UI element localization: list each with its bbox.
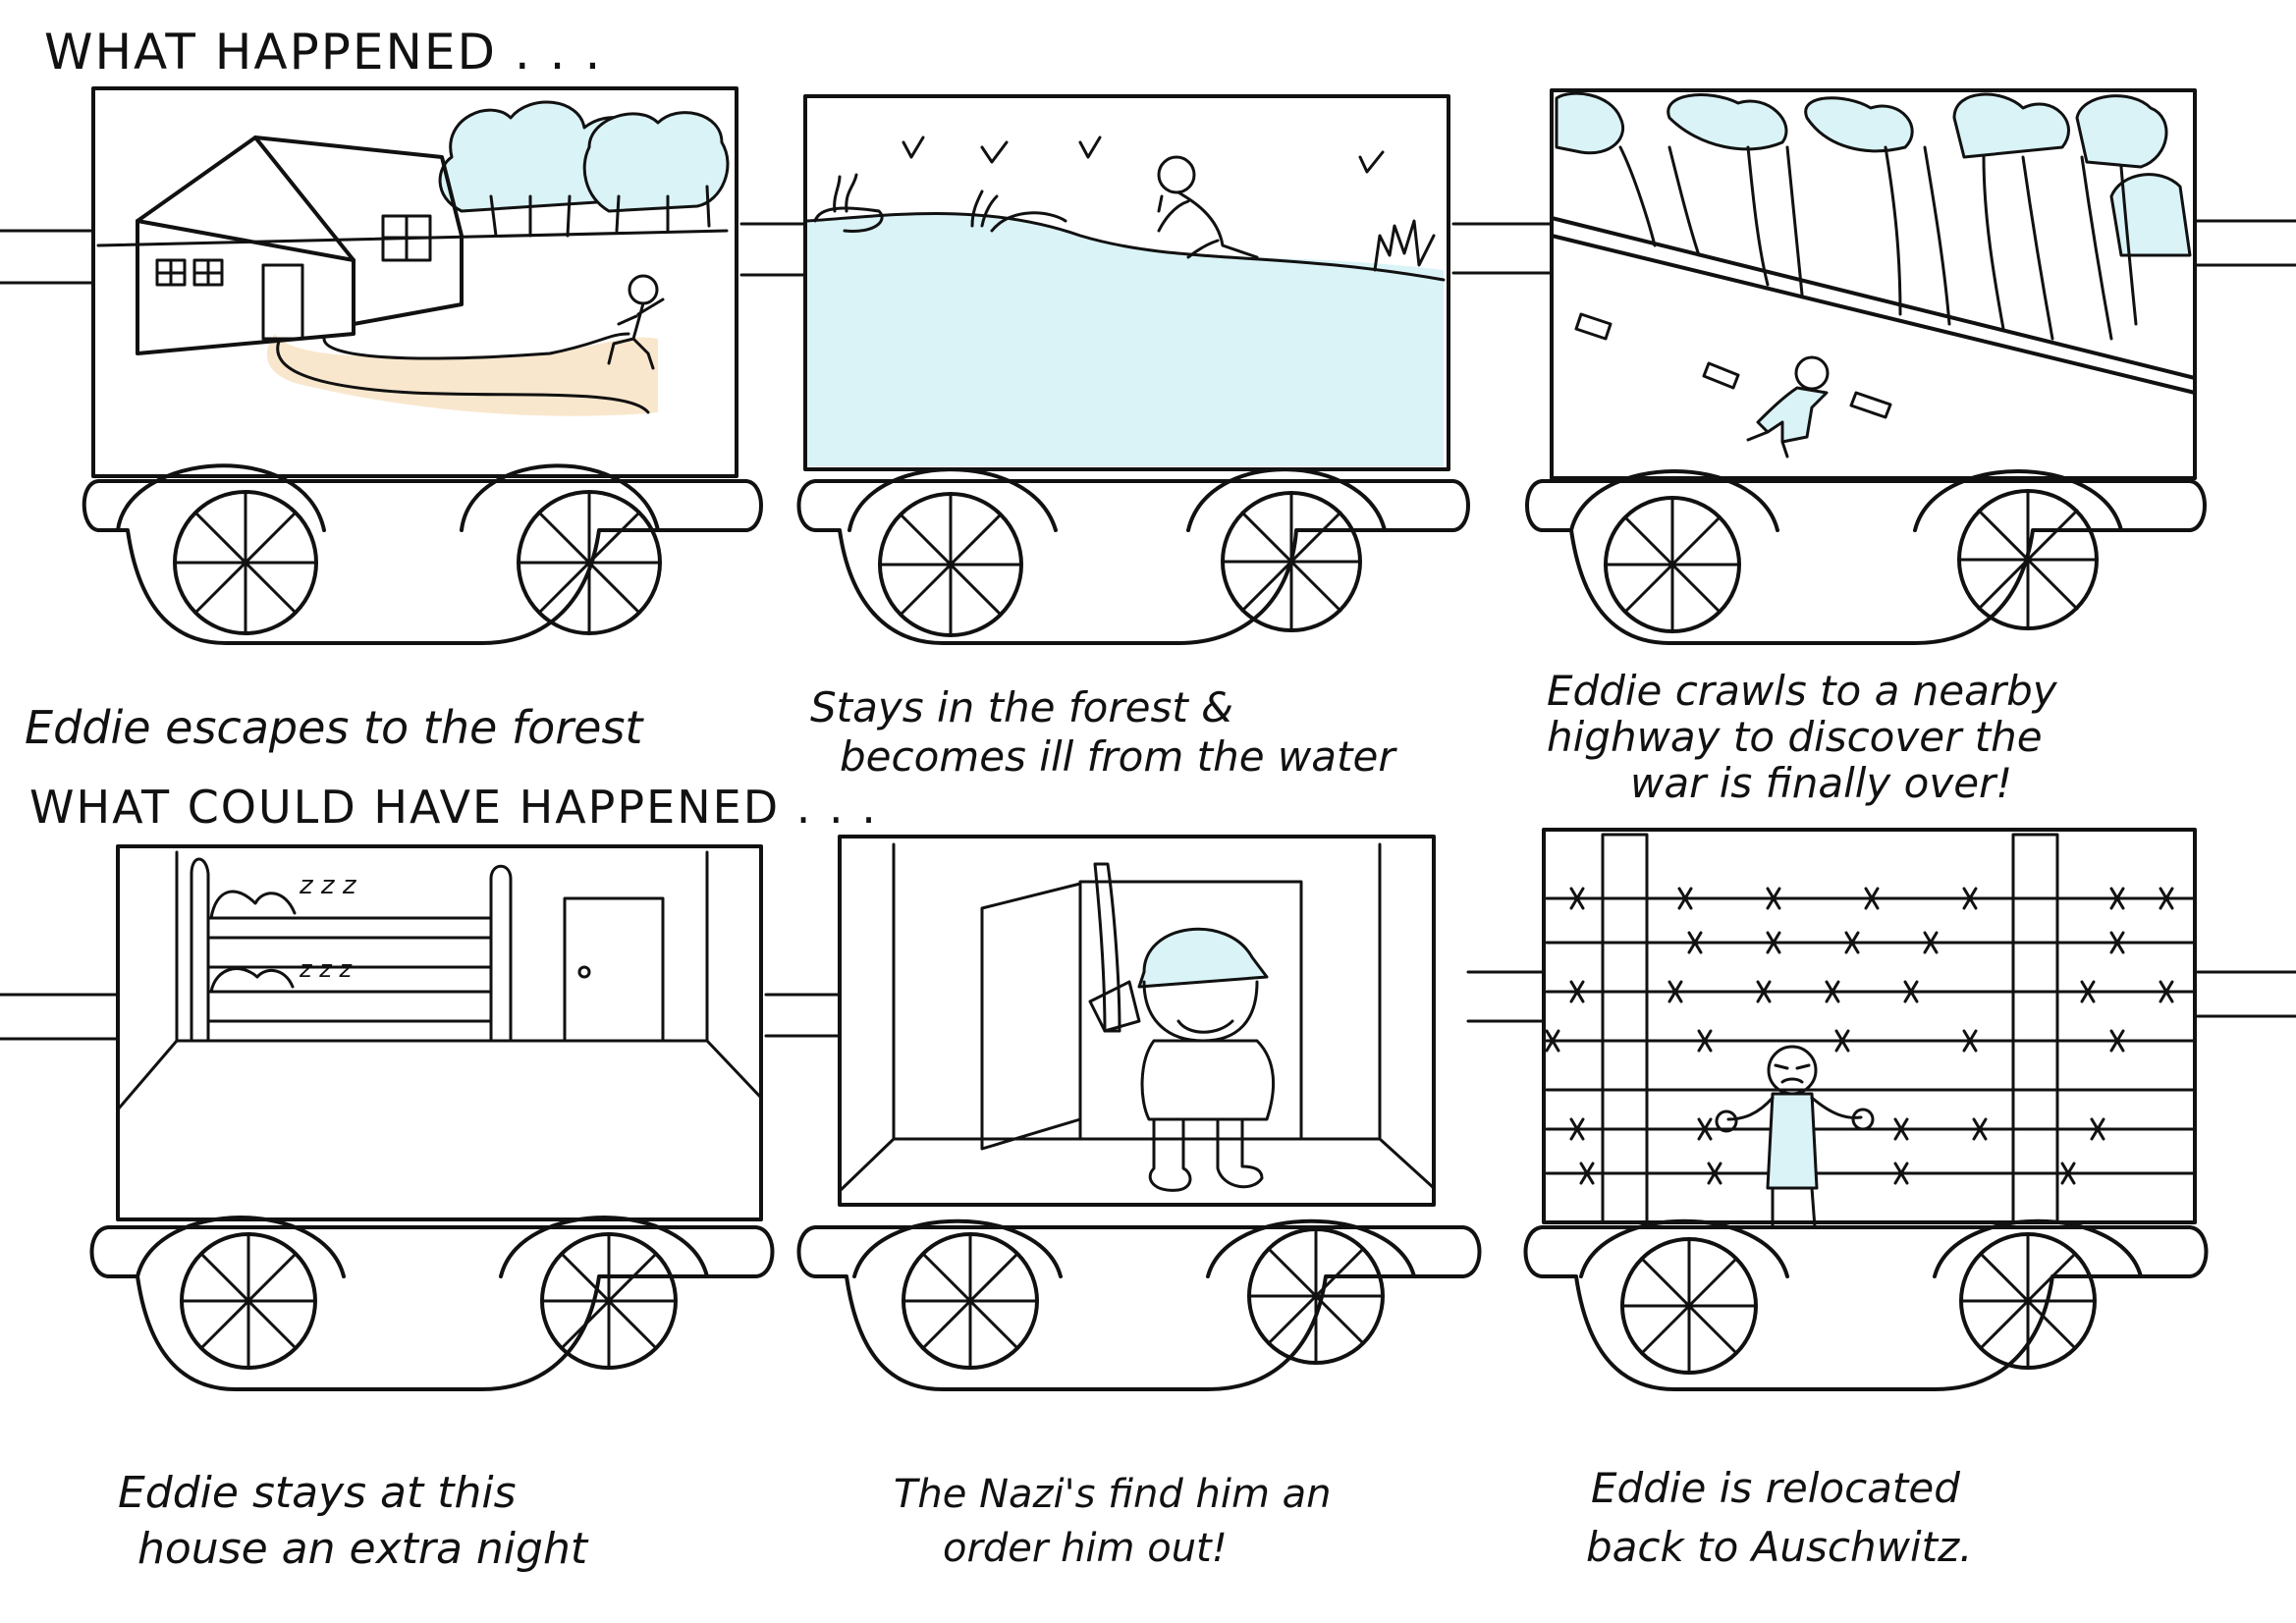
caption-line: highway to discover the [1547,713,2043,761]
caption-line: The Nazi's find him an [894,1472,1332,1517]
train-wheel-icon [540,1232,678,1370]
stick-figure-icon [1746,355,1830,459]
train-wheel-icon [1247,1227,1385,1365]
trees-icon [1555,91,2192,257]
train-car-2 [796,94,1470,645]
caption-line: back to Auschwitz. [1586,1523,1973,1571]
caption-line: house an extra night [137,1524,589,1574]
caption-6: Eddie is relocated back to Auschwitz. [1586,1464,1973,1571]
train-wheel-icon [902,1232,1039,1370]
caption-5: The Nazi's find him an order him out! [894,1472,1332,1571]
heading-what-could-have-happened: WHAT COULD HAVE HAPPENED . . . [29,781,878,834]
barbed-wire-icon [1545,887,2197,1185]
caption-line: war is finally over! [1630,759,2012,807]
soldier-icon [1088,862,1276,1192]
caption-4: Eddie stays at this house an extra night [118,1468,589,1574]
track-rails-bottom [0,970,2296,1041]
train-wheel-icon [517,490,662,635]
scene-soldier-door [838,842,1436,1193]
caption-line: Eddie escapes to the forest [25,701,644,754]
scene-bunk-room: z z z z z z [116,850,763,1111]
caption-line: becomes ill from the water [840,732,1397,781]
train-wheel-icon [1957,489,2099,630]
train-wheel-icon [1221,491,1362,632]
train-wheel-icon [180,1232,317,1370]
train-car-1 [82,86,763,645]
scene-highway [1550,91,2197,459]
stick-figure-icon [1715,1045,1875,1229]
train-car-5 [796,835,1482,1391]
train-wheel-icon [878,492,1023,637]
stick-figure-icon [607,274,665,370]
trees-icon [438,100,730,238]
train-car-4: z z z z z z [89,844,775,1391]
train-car-3 [1525,88,2207,645]
sleep-marks-bottom: z z z [299,955,353,983]
house-icon [136,135,464,355]
caption-line: Eddie stays at this [118,1468,517,1518]
scene-house-forest [96,100,730,416]
train-wheel-icon [1620,1237,1758,1375]
caption-line: order him out! [943,1526,1228,1571]
train-wheel-icon [1604,496,1741,633]
scene-barbed-wire [1545,833,2197,1229]
scene-forest-water [805,135,1446,466]
caption-line: Eddie crawls to a nearby [1547,667,2058,715]
track-rails-top [0,219,2296,285]
train-wheel-icon [1959,1232,2097,1370]
caption-3: Eddie crawls to a nearby highway to disc… [1547,667,2058,807]
caption-line: Eddie is relocated [1591,1464,1960,1512]
train-wheel-icon [173,490,318,635]
sleep-marks-top: z z z [299,871,357,900]
caption-1: Eddie escapes to the forest [25,701,644,754]
train-car-6 [1523,828,2209,1391]
caption-line: Stays in the forest & [810,683,1233,731]
caption-2: Stays in the forest & becomes ill from t… [810,683,1397,781]
heading-what-happened: WHAT HAPPENED . . . [44,24,602,81]
